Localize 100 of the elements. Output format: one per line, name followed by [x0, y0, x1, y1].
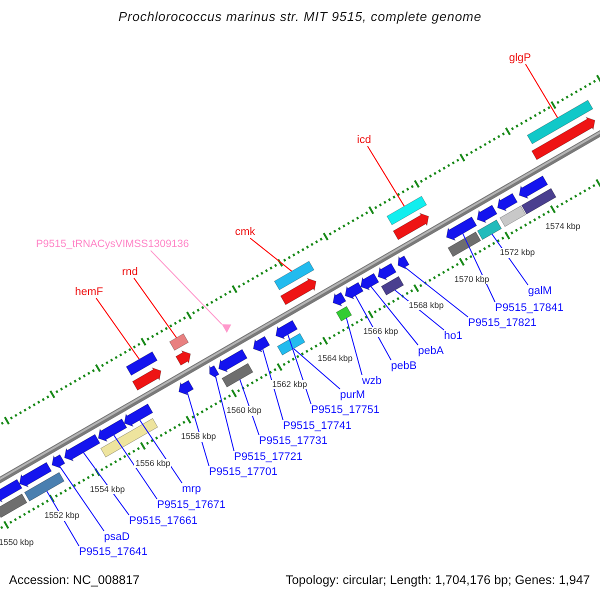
leader-line: [186, 392, 210, 466]
gene-block: [477, 220, 502, 240]
leader-line: [250, 238, 292, 272]
leader-line: [462, 233, 496, 302]
gene-label: P9515_17751: [311, 404, 380, 416]
footer-text: Topology: circular; Length: 1,704,176 bp; Genes: 1,947: [286, 574, 590, 588]
leader-line: [354, 295, 392, 360]
gene-block: [126, 351, 158, 376]
leader-line: [293, 348, 340, 390]
gene-label: cmk: [235, 226, 256, 238]
gene-label: P9515_17671: [157, 499, 226, 512]
scale-label: 1558 kbp: [180, 432, 217, 442]
gene-label: psaD: [104, 531, 130, 544]
scale-label: 1566 kbp: [362, 327, 400, 337]
leader-line: [96, 298, 140, 360]
footer-text: Accession: NC_008817: [9, 574, 140, 588]
leader-line: [525, 64, 558, 118]
gene-feature: [476, 204, 498, 224]
gene-feature: [98, 418, 128, 442]
gene-feature: [378, 263, 397, 280]
gene-feature: [276, 320, 298, 340]
gene-label: pebA: [418, 345, 444, 358]
gene-feature: [19, 462, 52, 488]
gene-label: purM: [340, 389, 366, 402]
leader-line: [370, 286, 418, 346]
gene-label: pebB: [391, 360, 417, 372]
gene-block: [24, 472, 65, 502]
gene-label: rnd: [122, 266, 138, 278]
scale-label: 1552 kbp: [43, 511, 80, 521]
gene-label: galM: [528, 285, 552, 298]
gene-feature: [252, 336, 270, 352]
gene-feature: [178, 380, 194, 396]
gene-block: [100, 418, 158, 458]
gene-feature: [332, 292, 346, 306]
gene-block: [336, 306, 352, 322]
gene-marker: [222, 324, 232, 333]
gene-feature: [124, 404, 154, 427]
gene-block: [169, 333, 189, 351]
gene-feature: [398, 256, 410, 270]
gene-feature: [392, 212, 429, 240]
gene-label: P9515_17701: [209, 466, 278, 478]
gene-label: P9515_17721: [234, 451, 303, 464]
leader-line: [150, 250, 222, 325]
scale-label: 1572 kbp: [498, 248, 536, 258]
scale-label: 1554 kbp: [88, 485, 126, 494]
leader-line: [287, 334, 312, 404]
leader-line: [82, 452, 130, 516]
gene-feature: [518, 176, 548, 199]
gene-label: glgP: [509, 52, 532, 64]
gene-label: P9515_tRNACysVIMSS1309136: [36, 239, 189, 251]
scale-label: 1560 kbp: [226, 406, 263, 416]
gene-block: [500, 206, 526, 227]
leader-line: [346, 318, 362, 376]
leader-line: [133, 278, 177, 338]
gene-label: P9515_17731: [259, 435, 328, 448]
gene-feature: [175, 350, 191, 366]
gene-block: [448, 232, 482, 257]
leader-line: [113, 434, 158, 500]
gene-block: [276, 333, 306, 356]
gene-feature: [132, 367, 162, 391]
title: Prochlorococcus marinus str. MIT 9515, complete genome: [117, 10, 483, 24]
gene-label: P9515_17741: [283, 420, 352, 432]
gene-block: [274, 260, 314, 290]
gene-label: P9515_17641: [79, 546, 148, 558]
gene-label: mrp: [182, 483, 201, 496]
gene-block: [386, 196, 427, 226]
scale-label: 1556 kbp: [134, 458, 172, 468]
scale-label: 1574 kbp: [544, 222, 582, 232]
gene-label: P9515_17661: [129, 515, 198, 528]
gene-block: [222, 363, 254, 388]
leader-line: [262, 348, 284, 420]
gene-block: [526, 100, 594, 144]
leader-line: [139, 420, 182, 484]
gene-feature: [52, 454, 66, 469]
gene-feature: [531, 116, 596, 160]
scale-label: 1568 kbp: [408, 300, 445, 310]
gene-feature: [280, 278, 316, 306]
gene-feature: [209, 364, 220, 379]
gene-feature: [218, 349, 248, 372]
scale-label: 1564 kbp: [316, 354, 354, 363]
gene-label: P9515_17841: [495, 302, 564, 314]
gene-feature: [360, 273, 380, 290]
scale-label: 1570 kbp: [453, 274, 490, 284]
gene-feature: [497, 193, 518, 212]
gene-label: hemF: [75, 286, 104, 298]
gene-feature: [344, 282, 364, 300]
leader-line: [367, 146, 405, 207]
gene-label: P9515_17821: [468, 317, 537, 330]
gene-feature: [446, 216, 478, 241]
gene-label: wzb: [362, 375, 382, 388]
gene-block: [0, 494, 28, 518]
leader-line: [59, 466, 104, 532]
gene-label: icd: [357, 134, 372, 146]
gene-feature: [64, 434, 100, 462]
gene-block: [521, 188, 556, 214]
leader-line: [215, 376, 234, 452]
scale-label: 1562 kbp: [271, 380, 308, 390]
leader-line: [404, 266, 468, 318]
gene-label: ho1: [444, 330, 462, 342]
gene-block: [380, 276, 404, 296]
